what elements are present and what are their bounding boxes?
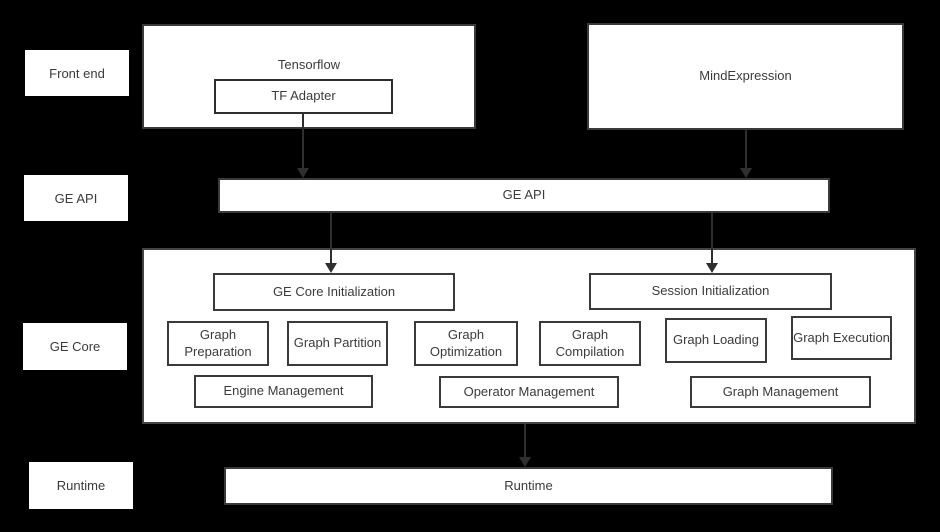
node-tensorflow: Tensorflow TF Adapter: [142, 24, 476, 129]
side-label-ge-core: GE Core: [23, 323, 127, 370]
arrow-shaft: [302, 114, 304, 168]
node-ge-api-bar: GE API: [218, 178, 830, 213]
node-graph-loading: Graph Loading: [665, 318, 767, 363]
arrow-shaft: [711, 213, 713, 263]
arrow-mind-expression-to-ge-api: [740, 130, 752, 178]
node-graph-compilation: Graph Compilation: [539, 321, 641, 366]
side-label-front-end: Front end: [25, 50, 129, 96]
arrow-ge-api-to-ge-core-initialization: [325, 213, 337, 273]
side-label-runtime: Runtime: [29, 462, 133, 509]
node-mind-expression: MindExpression: [587, 23, 904, 130]
arrow-tf-adapter-to-ge-api: [297, 114, 309, 178]
node-graph-management: Graph Management: [690, 376, 871, 408]
node-tf-adapter: TF Adapter: [214, 79, 393, 114]
node-engine-management: Engine Management: [194, 375, 373, 408]
arrow-ge-core-to-runtime: [519, 424, 531, 467]
node-session-initialization: Session Initialization: [589, 273, 832, 310]
arrow-shaft: [524, 424, 526, 457]
node-operator-management: Operator Management: [439, 376, 619, 408]
arrow-head: [519, 457, 531, 467]
tensorflow-label: Tensorflow: [277, 57, 341, 72]
arrow-shaft: [745, 130, 747, 168]
arrow-shaft: [330, 213, 332, 263]
arrow-head: [706, 263, 718, 273]
node-graph-optimization: Graph Optimization: [414, 321, 518, 366]
arrow-head: [325, 263, 337, 273]
arrow-head: [297, 168, 309, 178]
node-ge-core-container: GE Core Initialization Session Initializ…: [142, 248, 916, 424]
node-ge-core-initialization: GE Core Initialization: [213, 273, 455, 311]
node-graph-preparation: Graph Preparation: [167, 321, 269, 366]
arrow-head: [740, 168, 752, 178]
node-runtime-bar: Runtime: [224, 467, 833, 505]
arrow-ge-api-to-session-initialization: [706, 213, 718, 273]
node-graph-execution: Graph Execution: [791, 316, 892, 360]
side-label-ge-api: GE API: [24, 175, 128, 221]
node-graph-partition: Graph Partition: [287, 321, 388, 366]
